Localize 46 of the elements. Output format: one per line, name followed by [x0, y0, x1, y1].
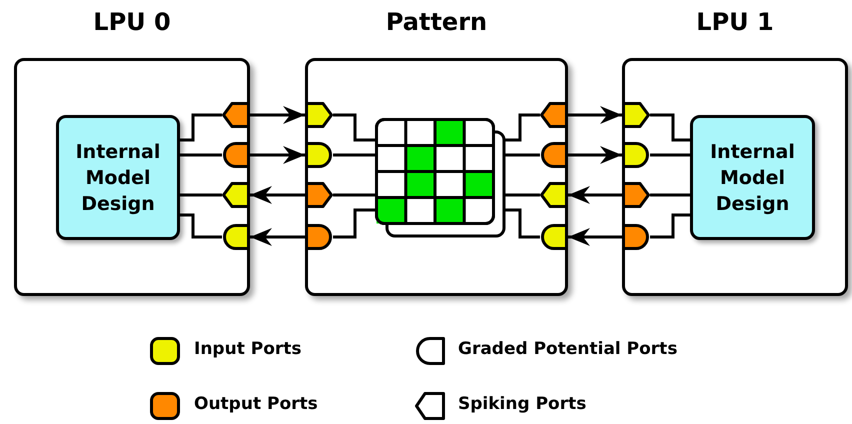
process-box: Internal Model Design [690, 115, 815, 240]
arrow [568, 186, 622, 204]
connector-line [333, 154, 375, 156]
arrow [568, 146, 622, 164]
port-shape [305, 102, 333, 128]
connector-line [180, 154, 222, 156]
connector-line [333, 114, 375, 142]
box-heading: Pattern [384, 8, 488, 36]
port-shape [305, 182, 333, 208]
connector-line [180, 214, 222, 238]
arrow [250, 228, 305, 246]
connector-line [333, 194, 375, 196]
legend-label: Output Ports [194, 394, 318, 414]
connector-line [650, 194, 690, 196]
connector-line [180, 114, 222, 142]
port-shape [540, 224, 568, 250]
port-shape [622, 142, 650, 168]
box-heading: LPU 0 [92, 8, 172, 36]
port-shape [305, 224, 333, 250]
port-shape [622, 224, 650, 250]
legend-label: Spiking Ports [458, 394, 586, 414]
legend-label: Graded Potential Ports [458, 339, 678, 359]
port-shape [222, 182, 250, 208]
port-shape [222, 102, 250, 128]
arrow [568, 106, 622, 124]
connector-line [650, 114, 690, 142]
port-shape [540, 142, 568, 168]
process-box: Internal Model Design [56, 115, 180, 240]
connector-line [650, 214, 690, 238]
grid-drawing [375, 118, 507, 239]
port-shape [222, 224, 250, 250]
port-shape [540, 182, 568, 208]
port-shape [540, 102, 568, 128]
arrow [568, 228, 622, 246]
port-shape [222, 142, 250, 168]
port-shape [622, 102, 650, 128]
arrow [250, 106, 305, 124]
arrow [250, 146, 305, 164]
connector-line [180, 194, 222, 196]
connector-line [333, 208, 375, 238]
arrow [250, 186, 305, 204]
legend-label: Input Ports [194, 339, 302, 359]
box-heading: LPU 1 [695, 8, 775, 36]
connector-line [650, 154, 690, 156]
port-shape [622, 182, 650, 208]
port-shape [305, 142, 333, 168]
